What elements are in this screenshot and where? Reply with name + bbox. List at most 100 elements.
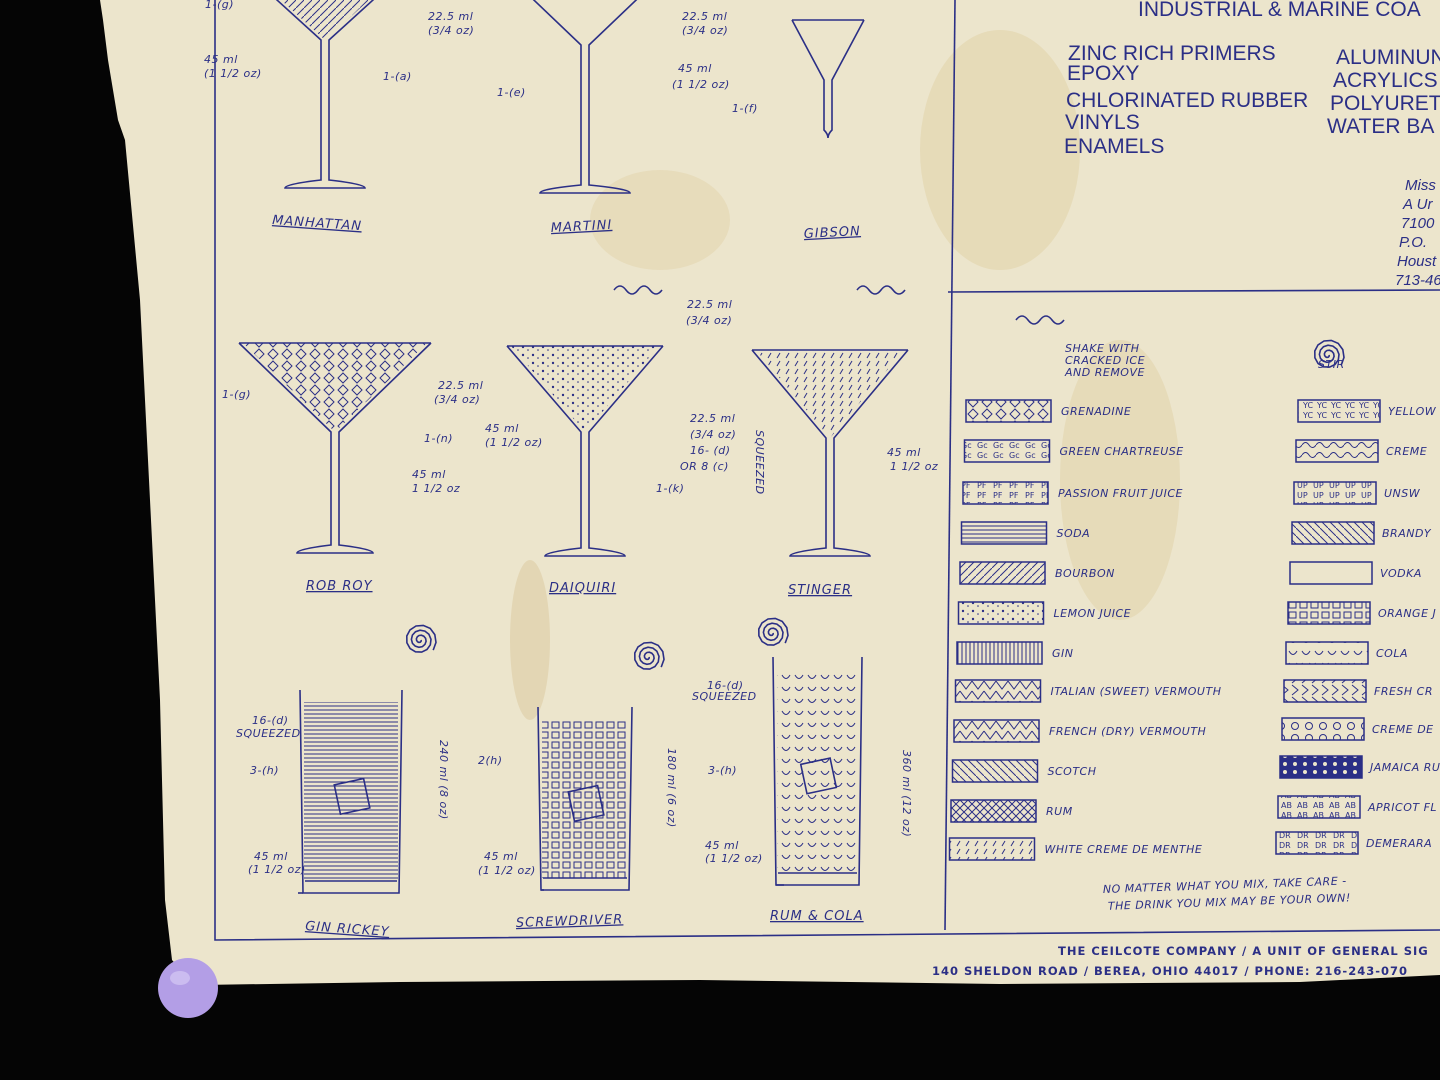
coating-type: CHLORINATED RUBBER	[1066, 89, 1308, 112]
legend-label: FRENCH (DRY) VERMOUTH	[1049, 725, 1206, 738]
liquid	[796, 20, 860, 80]
measurement-annotation: SQUEEZED	[236, 727, 301, 740]
measurement-annotation: (3/4 oz)	[428, 24, 474, 37]
glass-outline	[537, 706, 633, 891]
measurement-annotation: 22.5 ml	[682, 10, 727, 23]
ice-cube	[333, 777, 371, 816]
legend-item: COLA	[1285, 641, 1408, 665]
measurement-annotation: (3/4 oz)	[690, 428, 736, 441]
glass-outline	[506, 345, 664, 557]
liquid	[756, 350, 904, 438]
legend-item: GIN	[956, 641, 1073, 665]
address-line: A Ur	[1402, 196, 1433, 213]
legend-swatch	[1285, 641, 1369, 665]
legend-label: SCOTCH	[1048, 765, 1097, 778]
measurement-annotation: 360 ml (12 oz)	[900, 750, 913, 837]
measurement-annotation: 16-(d)	[707, 679, 744, 692]
shake-icon	[856, 285, 906, 295]
legend-item: ORANGE J	[1287, 601, 1436, 625]
legend-item: RUM	[950, 799, 1073, 823]
measurement-annotation: 1-(e)	[497, 86, 526, 99]
frame-border	[214, 0, 1440, 941]
measurement-annotation: SQUEEZED	[692, 690, 757, 703]
legend-swatch	[960, 521, 1048, 545]
measurement-annotation: 22.5 ml	[690, 412, 735, 425]
legend-divider	[947, 289, 1440, 293]
address-line: Houst	[1397, 253, 1437, 270]
measurement-annotation: 1-(a)	[383, 70, 412, 83]
measurement-annotation: (1 1/2 oz)	[672, 78, 730, 91]
coating-type: ALUMINUN	[1336, 46, 1440, 69]
legend-swatch	[951, 759, 1039, 783]
legend-swatch	[1291, 521, 1375, 545]
address-line: 713-46	[1395, 272, 1440, 289]
legend-label: BRANDY	[1382, 527, 1432, 540]
legend-swatch	[1279, 755, 1363, 779]
legend-item: DEMERARA	[1275, 831, 1432, 855]
coating-type: ACRYLICS	[1333, 69, 1438, 92]
measurement-annotation: (1 1/2 oz)	[248, 863, 306, 876]
gibson-glass	[791, 19, 865, 139]
legend-swatch	[1275, 831, 1359, 855]
drink-name: SCREWDRIVER	[516, 912, 624, 931]
address-line: 7100	[1401, 215, 1435, 232]
measurement-annotation: 45 ml	[412, 468, 446, 481]
legend-swatch	[1283, 679, 1367, 703]
legend-label: FRESH CR	[1374, 685, 1433, 698]
measurement-annotation: 1-(f)	[732, 102, 758, 115]
measurement-annotation: 45 ml	[678, 62, 712, 75]
legend-label: WHITE CREME DE MENTHE	[1045, 843, 1203, 856]
measurement-annotation: 16- (d)	[690, 444, 731, 457]
legend-label: BOURBON	[1055, 567, 1115, 580]
martini-glass	[532, 0, 638, 194]
stir-icon	[633, 641, 665, 670]
legend-label: CREME DE	[1372, 723, 1434, 736]
panel-divider	[944, 0, 956, 931]
stain	[510, 560, 550, 720]
legend-item: BOURBON	[959, 561, 1115, 585]
liquid	[542, 719, 628, 878]
legend-item: GREEN CHARTREUSE	[963, 439, 1183, 463]
legend-item: CREME DE	[1281, 717, 1434, 741]
glass-outline	[532, 0, 638, 194]
shake-icon	[1015, 315, 1065, 325]
coating-type: WATER BA	[1327, 115, 1434, 138]
drink-name: DAIQUIRI	[549, 581, 616, 596]
legend-label: DEMERARA	[1366, 837, 1432, 850]
liquid	[304, 702, 398, 881]
measurement-annotation: 2(h)	[478, 754, 503, 767]
measurement-annotation: 16-(d)	[252, 714, 289, 727]
legend-swatch	[954, 679, 1042, 703]
measurement-annotation: 3-(h)	[250, 764, 279, 777]
measurement-annotation: (3/4 oz)	[682, 24, 728, 37]
measurement-annotation: 240 ml (8 oz)	[437, 740, 450, 820]
measurement-annotation: 3-(h)	[708, 764, 737, 777]
legend-label: GRENADINE	[1061, 405, 1131, 418]
measurement-annotation: 45 ml	[485, 422, 519, 435]
legend-swatch	[1287, 601, 1371, 625]
legend-item: FRESH CR	[1283, 679, 1433, 703]
legend-swatch	[957, 601, 1045, 625]
coating-type: ENAMELS	[1064, 135, 1164, 158]
legend-label: ITALIAN (SWEET) VERMOUTH	[1051, 685, 1222, 698]
legend-label: RUM	[1046, 805, 1073, 818]
ice-cube	[567, 784, 605, 823]
measurement-annotation: (3/4 oz)	[686, 314, 732, 327]
measurement-annotation: (3/4 oz)	[434, 393, 480, 406]
measurement-annotation: 1-(g)	[222, 388, 251, 401]
address-line: P.O.	[1399, 234, 1427, 251]
measurement-annotation: SQUEEZED	[753, 430, 766, 495]
liquid	[537, 0, 633, 45]
daiquiri-glass	[506, 345, 664, 557]
footer-company: THE CEILCOTE COMPANY / A UNIT OF GENERAL…	[1058, 944, 1429, 958]
legend-swatch	[953, 719, 1040, 743]
stain	[1060, 340, 1180, 620]
glass-outline	[275, 0, 375, 189]
drink-name: ROB ROY	[306, 579, 373, 594]
glass-outline	[238, 342, 432, 554]
legend-item: YELLOW	[1297, 399, 1436, 423]
measurement-annotation: (1 1/2 oz)	[204, 67, 262, 80]
address-line: Miss	[1405, 177, 1436, 194]
legend-item: LEMON JUICE	[957, 601, 1131, 625]
